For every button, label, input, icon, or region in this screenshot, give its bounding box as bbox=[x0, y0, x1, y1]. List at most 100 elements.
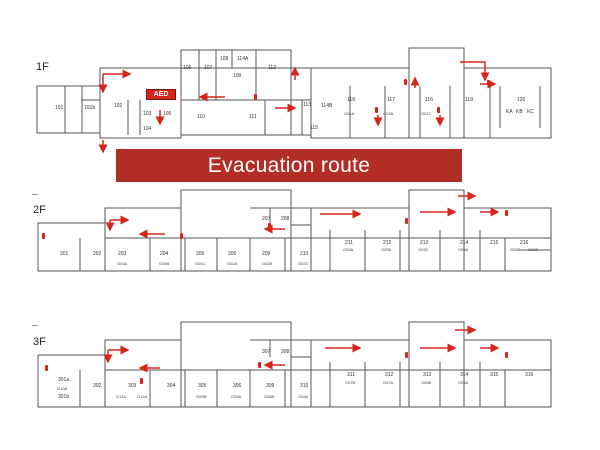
room-label: 313 bbox=[423, 372, 432, 378]
floor-1f-walls bbox=[36, 47, 552, 139]
room-code: G04A bbox=[117, 261, 128, 266]
extinguisher-icon bbox=[375, 107, 378, 113]
floor-label-1f: 1F bbox=[36, 61, 49, 73]
room-code: G02C bbox=[298, 261, 309, 266]
room-code: G02B bbox=[262, 261, 273, 266]
room-label: 112 bbox=[268, 65, 276, 71]
room-label: 107 bbox=[204, 65, 213, 71]
floor-2f-walls bbox=[37, 189, 552, 272]
extinguisher-icon bbox=[42, 233, 45, 239]
room-label: 116 bbox=[425, 97, 433, 103]
route-arrow bbox=[460, 61, 490, 82]
room-code: G04B bbox=[159, 261, 170, 266]
room-label: 210 bbox=[300, 251, 309, 257]
room-label: 104 bbox=[143, 126, 152, 132]
extinguisher-icon bbox=[487, 80, 490, 86]
floor-3f-walls bbox=[37, 321, 552, 408]
room-label: 214 bbox=[460, 240, 469, 246]
room-label: 310 bbox=[300, 383, 309, 389]
room-label: 115 bbox=[310, 125, 318, 131]
room-code: G10A bbox=[57, 386, 68, 391]
extinguisher-icon bbox=[254, 94, 257, 100]
room-label: 114A bbox=[237, 56, 249, 62]
room-label: 308 bbox=[281, 349, 290, 355]
room-label: KC bbox=[527, 109, 534, 115]
room-code: G05C bbox=[195, 261, 206, 266]
room-code: G08A bbox=[298, 394, 309, 399]
evacuation-route-banner: Evacuation route bbox=[116, 149, 462, 182]
room-code: G03B bbox=[381, 247, 392, 252]
room-label: 216 bbox=[520, 240, 529, 246]
room-label: 202 bbox=[93, 251, 102, 257]
room-label: 215 bbox=[490, 240, 499, 246]
room-label: 307 bbox=[262, 349, 271, 355]
room-code: G12A bbox=[137, 394, 148, 399]
room-label: 209 bbox=[262, 251, 271, 257]
room-code: G09A bbox=[231, 394, 242, 399]
extinguisher-icon bbox=[45, 365, 48, 371]
room-code: G03C bbox=[418, 247, 429, 252]
room-label: 111 bbox=[249, 114, 257, 120]
room-label: 306 bbox=[233, 383, 242, 389]
room-label: 316 bbox=[525, 372, 534, 378]
extinguisher-icon bbox=[268, 223, 271, 229]
room-code: G06B bbox=[421, 380, 432, 385]
room-label: 103 bbox=[143, 111, 152, 117]
route-arrows bbox=[98, 61, 500, 373]
room-label: 102 bbox=[114, 103, 123, 109]
room-code: G07B bbox=[345, 380, 356, 385]
room-label: 303 bbox=[128, 383, 137, 389]
room-label: KB bbox=[516, 109, 523, 115]
aed-marker: AED bbox=[146, 89, 176, 100]
room-label: 113 bbox=[303, 102, 311, 108]
room-code: G02A bbox=[227, 261, 238, 266]
room-code: G06C bbox=[528, 247, 539, 252]
room-label: 211 bbox=[345, 240, 353, 246]
room-code: G03A bbox=[343, 247, 354, 252]
room-label: 311 bbox=[347, 372, 355, 378]
room-code: G01A bbox=[344, 111, 355, 116]
room-label: 201 bbox=[60, 251, 69, 257]
room-code: G08B bbox=[264, 394, 275, 399]
room-label: 212 bbox=[383, 240, 392, 246]
floor-separator-3f bbox=[32, 325, 38, 326]
room-label: 305 bbox=[198, 383, 207, 389]
room-label: 301b bbox=[58, 394, 70, 400]
extinguisher-icon bbox=[505, 352, 508, 358]
room-label: 118 bbox=[347, 97, 355, 103]
room-label: 120 bbox=[517, 97, 526, 103]
room-label: 101b bbox=[84, 105, 96, 111]
room-label: 203 bbox=[118, 251, 127, 257]
room-code: G09B bbox=[196, 394, 207, 399]
room-code: G06A bbox=[458, 380, 469, 385]
room-label: 106 bbox=[183, 65, 192, 71]
room-label: 206 bbox=[228, 251, 237, 257]
room-label: 208 bbox=[281, 216, 290, 222]
extinguisher-icon bbox=[405, 352, 408, 358]
room-label: 302 bbox=[93, 383, 102, 389]
room-label: KA bbox=[506, 109, 513, 115]
room-label: 108 bbox=[220, 56, 229, 62]
room-label: 101 bbox=[55, 105, 64, 111]
extinguisher-icon bbox=[437, 107, 440, 113]
floor-separator-2f bbox=[32, 194, 38, 195]
room-label: 109 bbox=[233, 73, 242, 79]
extinguisher-icon bbox=[405, 218, 408, 224]
room-label: 204 bbox=[160, 251, 169, 257]
room-label: 114B bbox=[321, 103, 333, 109]
room-code: G01C bbox=[421, 111, 432, 116]
extinguisher-icon bbox=[258, 362, 261, 368]
room-label: 315 bbox=[490, 372, 499, 378]
room-code: G11A bbox=[116, 394, 126, 399]
extinguisher-icon bbox=[505, 210, 508, 216]
room-label: 301a bbox=[58, 377, 70, 383]
room-code: G07A bbox=[383, 380, 394, 385]
room-label: 105 bbox=[163, 111, 172, 117]
room-label: 304 bbox=[167, 383, 176, 389]
extinguisher-icons bbox=[42, 79, 508, 384]
room-code: G05B bbox=[510, 247, 521, 252]
room-label: 119 bbox=[465, 97, 473, 103]
room-label: 314 bbox=[460, 372, 469, 378]
floor-label-2f: 2F bbox=[33, 204, 46, 216]
